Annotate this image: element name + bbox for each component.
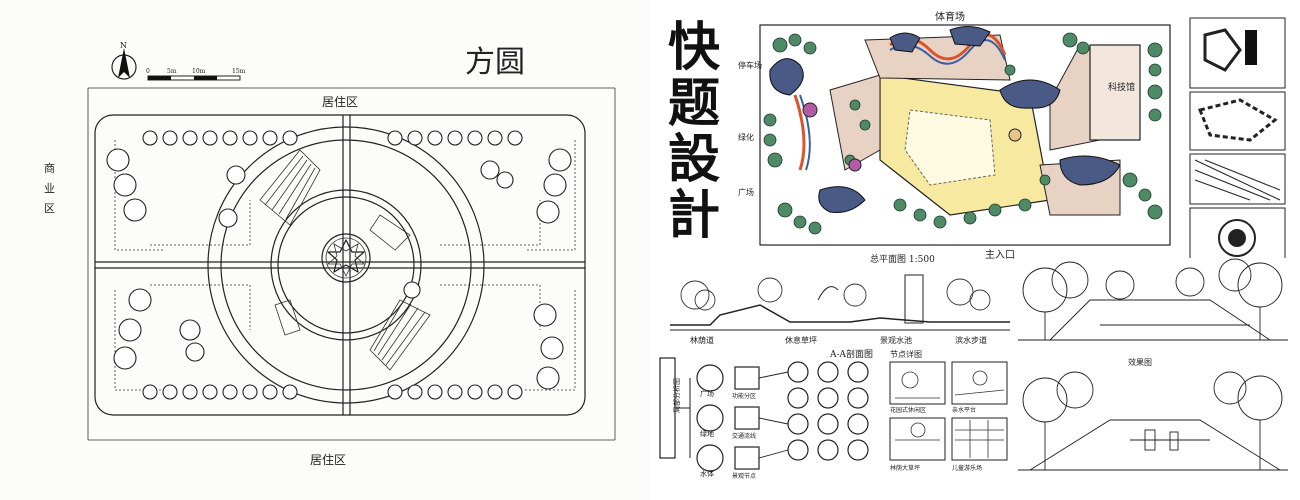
tree-row-top [142,130,523,146]
scale-bar [147,75,241,81]
side-label-green: 绿化 [738,132,754,142]
svg-text:N: N [120,41,127,50]
perspective-caption: 效果图 [1128,357,1152,367]
detail-label-4: 儿童游乐场 [952,464,982,472]
plan-trees [763,32,1163,235]
label-commercial-3: 区 [44,202,55,215]
label-bottom-residential: 居住区 [310,453,346,467]
perspective-sketch-top: 效果图 [1018,258,1288,368]
label-top-residential: 居住区 [322,95,358,109]
label-commercial-2: 业 [44,182,55,195]
section-label-3: 景观水池 [880,335,912,345]
label-commercial-1: 商 [44,161,55,175]
perspective-sketch-bottom [1018,371,1288,471]
analysis-sub-1: 功能分区 [732,392,756,400]
section-caption: A-A剖面图 [829,348,873,360]
analysis-tree [659,357,869,472]
scale-10: 10m [192,68,206,75]
detail-label-1: 花园式休闲区 [890,406,926,414]
title-char-4: 計 [667,185,720,246]
outer-ring [207,126,485,404]
scale-0: 0 [146,68,150,75]
center-star-plaza [321,233,371,283]
museum-label: 科技馆 [1108,81,1135,93]
analysis-maps [1189,17,1286,269]
museum-building [1089,44,1141,141]
title-char-2: 题 [667,73,720,134]
right-board-svg: 科技馆 [659,10,1288,480]
scale-5: 5m [167,68,177,75]
analysis-sub-3: 景观节点 [732,472,756,480]
analysis-node-2: 绿地 [700,429,714,438]
section-label-1: 林荫道 [690,335,714,345]
detail-label-3: 林荫大草坪 [890,464,920,472]
analysis-node-3: 水体 [700,469,714,478]
label-commercial: 商 业 区 [44,161,55,215]
detail-caption: 节点详图 [890,349,922,359]
left-plan-svg: N [44,41,616,467]
tree-row-bottom [142,384,523,400]
bottom-gate-label: 主入口 [985,249,1015,261]
scale-15: 15m [232,68,246,75]
left-plan-drawing: N [44,41,616,467]
north-arrow-icon: N [111,41,137,80]
node-details: 节点详图 花园式休闲区 亲水平台 林荫大草坪 儿童游乐场 [889,349,1008,472]
section-label-4: 滨水步道 [955,335,987,345]
site-outline [94,114,586,416]
analysis-sub-2: 交通流线 [732,432,756,440]
top-road-label: 体育场 [935,10,965,23]
title-char-1: 快 [667,17,720,78]
analysis-node-1: 广场 [700,389,714,398]
plan-caption: 总平面图 1:500 [870,253,935,265]
section-label-2: 休息草坪 [785,335,817,345]
analysis-side-label: 局部分析图 [672,378,681,413]
title-char-3: 設 [667,129,720,190]
board-main-title: 快 题 設 計 [658,20,728,244]
section-aa [670,274,1010,331]
detail-label-2: 亲水平台 [952,406,976,414]
side-label-plaza: 广场 [738,187,754,197]
side-label-parking: 停车场 [738,60,762,70]
right-design-board: 科技馆 [650,0,1300,500]
left-title: 方圆 [465,45,525,80]
corner-trees [106,148,572,390]
